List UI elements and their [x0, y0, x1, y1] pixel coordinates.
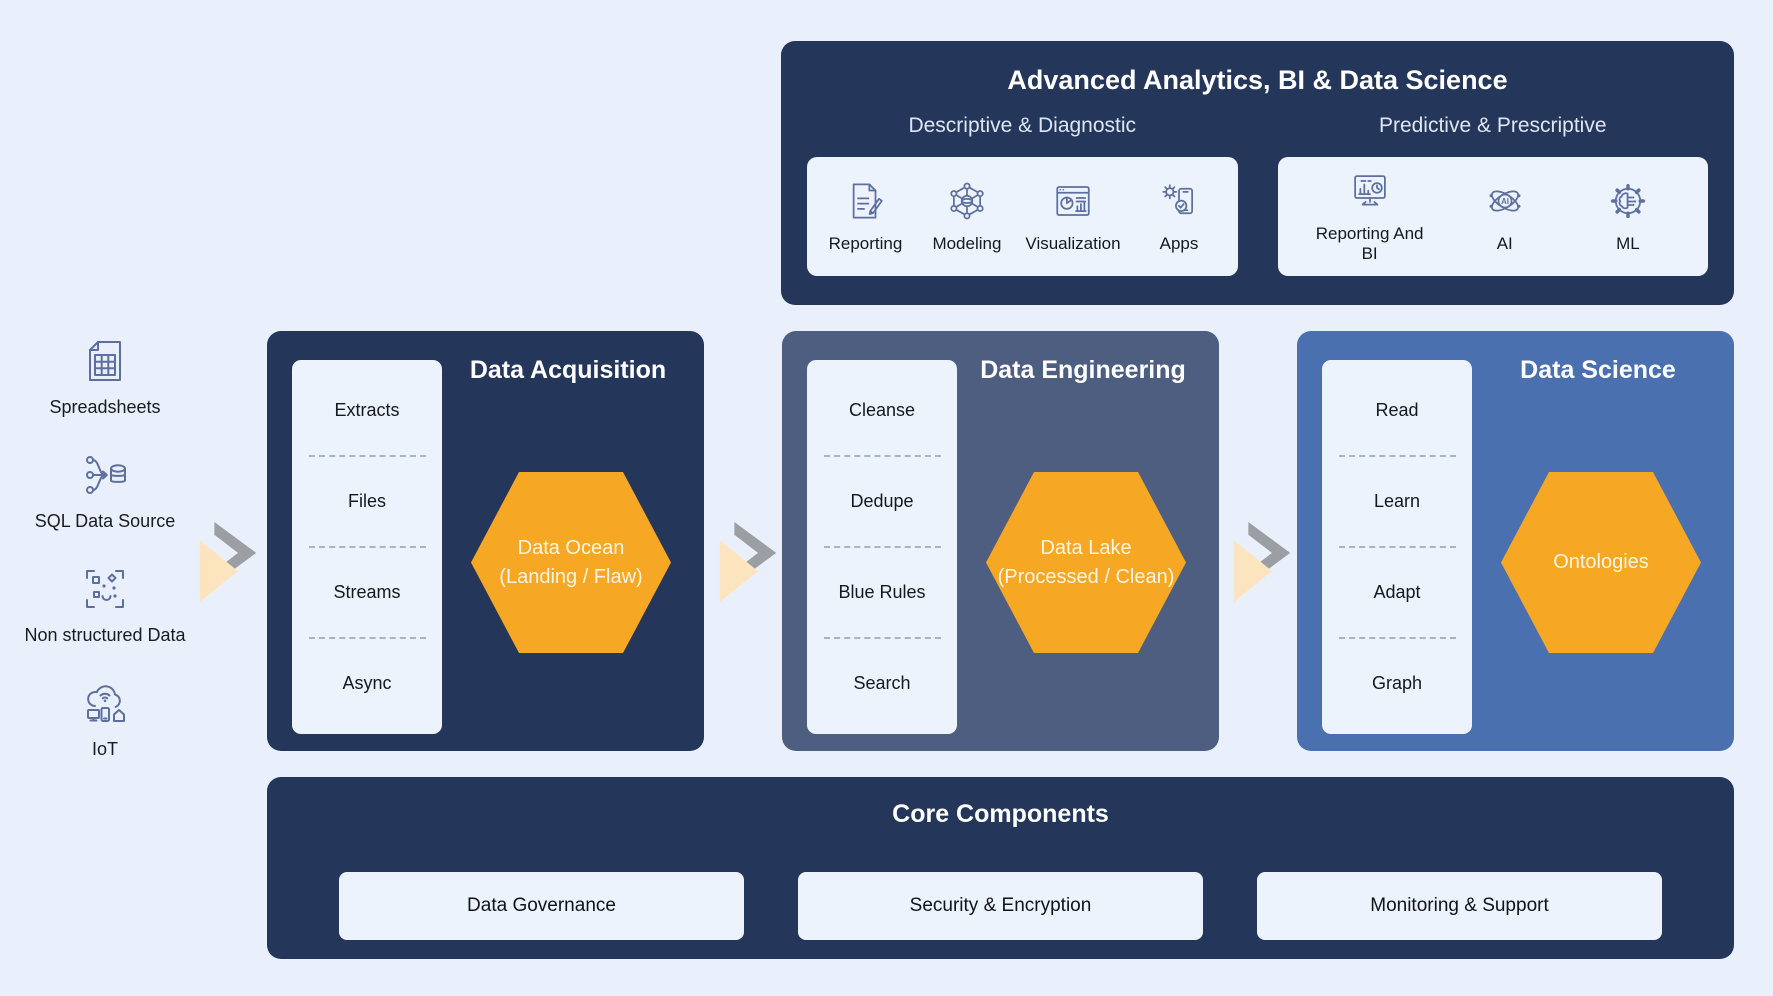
hexagon-line1: Data Ocean [517, 536, 625, 559]
analytics-item-label: AI [1496, 233, 1513, 253]
analytics-panel: Advanced Analytics, BI & Data Science De… [781, 41, 1734, 305]
analytics-item-reporting: Reporting [822, 180, 908, 254]
source-label: Spreadsheets [49, 397, 161, 417]
panel-title: Data Science [1520, 356, 1676, 384]
source-spreadsheets: Spreadsheets [10, 337, 200, 418]
source-label: IoT [91, 739, 118, 759]
panel-title: Data Engineering [980, 356, 1186, 384]
source-sql-data-source: SQL Data Source [10, 451, 200, 532]
step-separator [823, 455, 941, 457]
data-lake-hexagon: Data Lake (Processed / Clean) [986, 472, 1186, 653]
analytics-item-label: ML [1616, 233, 1640, 253]
flow-arrow-icon [198, 520, 258, 604]
step-item: Dedupe [850, 491, 914, 511]
analytics-item-reporting-and-bi: Reporting And BI [1315, 170, 1425, 264]
step-separator [308, 637, 426, 639]
iot-icon [81, 679, 129, 732]
step-item: Adapt [1373, 582, 1421, 602]
step-item: Files [347, 491, 386, 511]
ml-icon [1607, 180, 1649, 227]
step-item: Extracts [334, 400, 400, 420]
core-item-data-governance: Data Governance [339, 872, 744, 940]
analytics-item-label: Reporting [828, 233, 903, 253]
group-descriptive-diagnostic: Descriptive & Diagnostic Reporting Model… [807, 97, 1238, 276]
data-ocean-hexagon: Data Ocean (Landing / Flaw) [471, 472, 671, 653]
core-item-monitoring-support: Monitoring & Support [1257, 872, 1662, 940]
sql-data-source-icon [81, 451, 129, 504]
unstructured-data-icon [81, 565, 129, 618]
source-label: Non structured Data [24, 625, 186, 645]
modeling-icon [946, 180, 988, 227]
analytics-item-label: Modeling [932, 233, 1002, 253]
step-item: Cleanse [848, 400, 916, 420]
analytics-item-label: Apps [1159, 233, 1199, 253]
step-separator [308, 455, 426, 457]
panel-data-acquisition: Extracts Files Streams Async Data Acquis… [267, 331, 704, 751]
analytics-item-label: Visualization [1025, 233, 1121, 253]
step-item: Learn [1373, 491, 1421, 511]
source-iot: IoT [10, 679, 200, 760]
descriptive-card: Reporting Modeling Visualization Apps [807, 157, 1238, 276]
step-item: Read [1375, 400, 1419, 420]
group-title: Predictive & Prescriptive [1378, 114, 1607, 137]
analytics-item-ml: ML [1585, 180, 1671, 254]
step-separator [308, 546, 426, 548]
core-components-row: Data Governance Security & Encryption Mo… [267, 872, 1734, 940]
step-separator [823, 546, 941, 548]
analytics-groups: Descriptive & Diagnostic Reporting Model… [807, 97, 1708, 276]
step-separator [823, 637, 941, 639]
step-separator [1338, 455, 1456, 457]
hexagon-line2: (Processed / Clean) [997, 565, 1175, 588]
apps-icon [1158, 180, 1200, 227]
ontologies-hexagon: Ontologies [1501, 472, 1701, 653]
core-components-title: Core Components [892, 800, 1109, 828]
flow-arrow-icon [718, 520, 778, 604]
analytics-item-ai: AI AI [1462, 180, 1548, 254]
data-sources-list: Spreadsheets SQL Data Source Non structu… [10, 337, 200, 760]
panel-title: Data Acquisition [469, 356, 667, 384]
analytics-panel-title: Advanced Analytics, BI & Data Science [1007, 65, 1508, 95]
science-steps-card: Read Learn Adapt Graph [1322, 360, 1472, 734]
acquisition-steps-card: Extracts Files Streams Async [292, 360, 442, 734]
panel-data-science: Read Learn Adapt Graph Data Science Onto… [1297, 331, 1734, 751]
hexagon-line1: Data Lake [1040, 536, 1132, 559]
source-non-structured-data: Non structured Data [10, 565, 200, 646]
analytics-item-visualization: Visualization [1025, 180, 1121, 254]
step-separator [1338, 546, 1456, 548]
source-label: SQL Data Source [34, 511, 176, 531]
analytics-item-modeling: Modeling [924, 180, 1010, 254]
ai-icon: AI [1484, 180, 1526, 227]
svg-text:AI: AI [1501, 197, 1509, 206]
hexagon-line1: Ontologies [1553, 551, 1649, 573]
analytics-item-apps: Apps [1136, 180, 1222, 254]
flow-arrow-icon [1232, 520, 1292, 604]
engineering-steps-card: Cleanse Dedupe Blue Rules Search [807, 360, 957, 734]
reporting-and-bi-icon [1349, 170, 1391, 217]
step-item: Search [853, 673, 911, 693]
step-item: Streams [333, 582, 401, 602]
analytics-item-label: Reporting And BI [1315, 223, 1424, 263]
step-item: Async [342, 673, 392, 693]
core-item-security-encryption: Security & Encryption [798, 872, 1203, 940]
group-predictive-prescriptive: Predictive & Prescriptive Reporting And … [1277, 97, 1708, 276]
hexagon-line2: (Landing / Flaw) [499, 565, 643, 588]
visualization-icon [1052, 180, 1094, 227]
step-item: Blue Rules [838, 582, 926, 602]
predictive-card: Reporting And BI AI AI ML [1277, 157, 1708, 276]
core-components-panel: Core Components Data Governance Security… [267, 777, 1734, 959]
step-separator [1338, 637, 1456, 639]
group-title: Descriptive & Diagnostic [908, 114, 1137, 137]
step-item: Graph [1371, 673, 1423, 693]
spreadsheet-icon [81, 337, 129, 390]
panel-data-engineering: Cleanse Dedupe Blue Rules Search Data En… [782, 331, 1219, 751]
reporting-icon [844, 180, 886, 227]
